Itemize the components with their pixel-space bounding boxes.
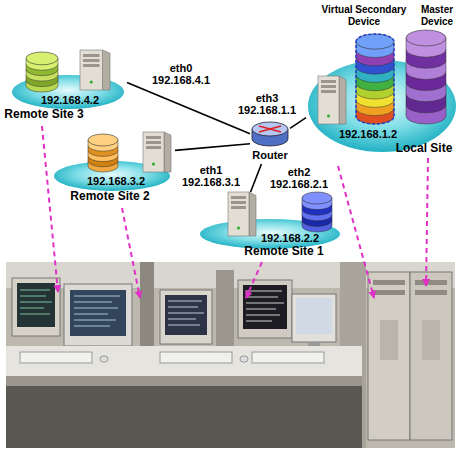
ip-address: 192.168.3.2	[87, 175, 145, 188]
interface-label: eth1 192.168.3.1	[180, 164, 242, 188]
ip-address: 192.168.1.2	[339, 128, 397, 141]
photo-monitors	[12, 278, 336, 348]
interface-label: eth3 192.168.1.1	[236, 92, 298, 116]
node-label: Local Site	[396, 142, 453, 155]
network-link	[290, 118, 306, 129]
device-label: Master Device	[416, 4, 458, 28]
ip-address: 192.168.2.2	[261, 232, 319, 245]
ip-address: 192.168.4.2	[41, 94, 99, 107]
network-link	[175, 144, 250, 151]
device-label: Virtual Secondary Device	[314, 4, 414, 28]
interface-label: eth2 192.168.2.1	[268, 166, 330, 190]
node-label: Remote Site 1	[244, 245, 323, 258]
photo-desks	[6, 346, 362, 448]
site-node: 192.168.3.2Remote Site 2	[50, 130, 175, 205]
photo-background	[6, 262, 455, 448]
site-node: 192.168.4.2Remote Site 3	[2, 50, 127, 125]
photo-towers	[368, 272, 452, 440]
router-node: Router	[250, 120, 290, 164]
interface-label: eth0 192.168.4.1	[150, 62, 212, 86]
node-label: Remote Site 2	[70, 190, 149, 203]
node-label: Router	[252, 149, 287, 162]
site-node: 192.168.2.2Remote Site 1	[198, 192, 343, 260]
pointer-arrows	[42, 126, 428, 298]
network-link	[251, 164, 262, 192]
network-link	[127, 82, 250, 133]
node-label: Remote Site 3	[4, 108, 83, 121]
